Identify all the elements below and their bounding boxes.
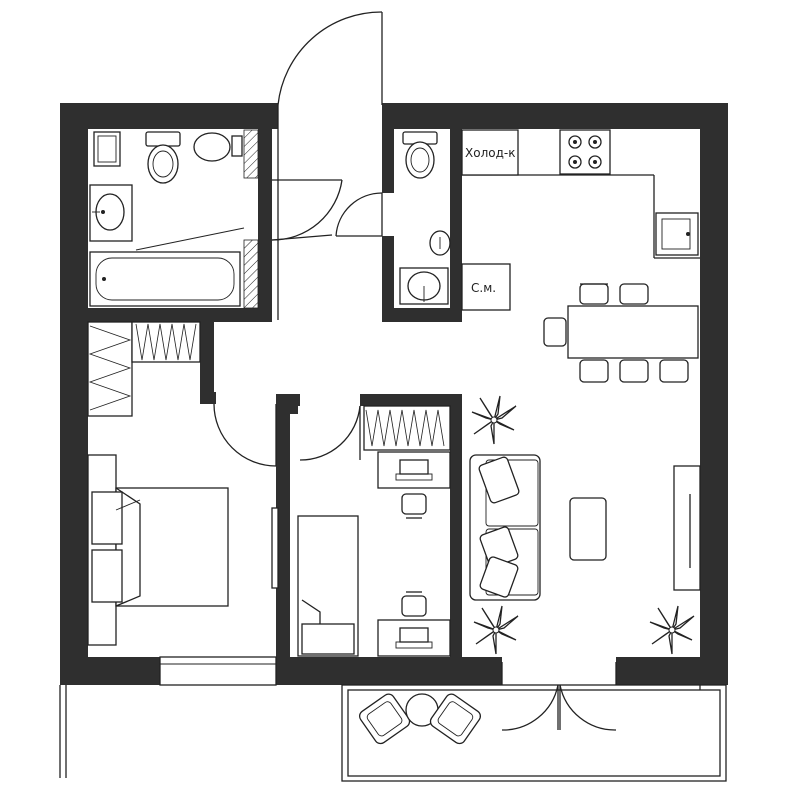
- bedroom: [87, 321, 279, 646]
- bed-icon: [297, 515, 359, 657]
- fridge: Холод-к: [461, 129, 519, 176]
- toilet-icon: [402, 131, 438, 179]
- dining-area: [543, 283, 699, 383]
- washing-machine: С.м.: [461, 263, 511, 311]
- small-sink-icon: [429, 230, 451, 256]
- dining-chair-icon: [543, 317, 567, 347]
- fridge-label: Холод-к: [465, 146, 515, 160]
- dining-table: [567, 305, 699, 359]
- bathroom-sink-icon: [89, 184, 133, 242]
- coffee-table: [569, 497, 607, 561]
- armchair-icon: [358, 693, 411, 745]
- wc-basin-icon: [399, 267, 449, 305]
- laptop-icon: [395, 627, 433, 649]
- office-door[interactable]: [299, 405, 361, 461]
- bedroom-window: [159, 656, 277, 686]
- office-room: [297, 405, 451, 657]
- kitchen-sink-icon: [655, 212, 699, 256]
- washer-label: С.м.: [471, 281, 496, 295]
- bed-icon: [87, 454, 229, 646]
- stove-icon: [559, 129, 611, 175]
- kitchen: Холод-к С.м.: [461, 129, 700, 311]
- sofa-icon: [469, 454, 541, 601]
- desk-top: [377, 451, 451, 489]
- armchair-icon: [429, 693, 482, 745]
- entrance-door[interactable]: [277, 11, 383, 320]
- bathtub-icon: [89, 251, 241, 307]
- plant-icon: [473, 605, 519, 655]
- toilet-icon: [145, 131, 181, 184]
- desk-chair-icon: [401, 591, 427, 617]
- dining-chair-icon: [659, 359, 689, 383]
- plant-icon: [649, 605, 695, 655]
- balcony-door[interactable]: [501, 662, 617, 731]
- wc-door[interactable]: [335, 192, 383, 237]
- walls: [60, 103, 728, 685]
- bathroom: [89, 129, 259, 309]
- dining-chair-icon: [619, 283, 649, 305]
- wardrobe-top: [131, 321, 201, 363]
- desk-chair-icon: [401, 493, 427, 519]
- laptop-icon: [395, 459, 433, 481]
- dining-chair-icon: [579, 359, 609, 383]
- wardrobe-left: [87, 321, 133, 417]
- bathroom-door[interactable]: [271, 179, 343, 241]
- dining-chair-icon: [579, 283, 609, 305]
- bedroom-door[interactable]: [213, 403, 277, 467]
- bidet-icon: [193, 132, 243, 162]
- wc-room: [399, 131, 451, 305]
- balcony: [59, 662, 727, 782]
- plant-icon: [471, 395, 517, 445]
- dining-chair-icon: [619, 359, 649, 383]
- tv-cabinet: [673, 465, 701, 591]
